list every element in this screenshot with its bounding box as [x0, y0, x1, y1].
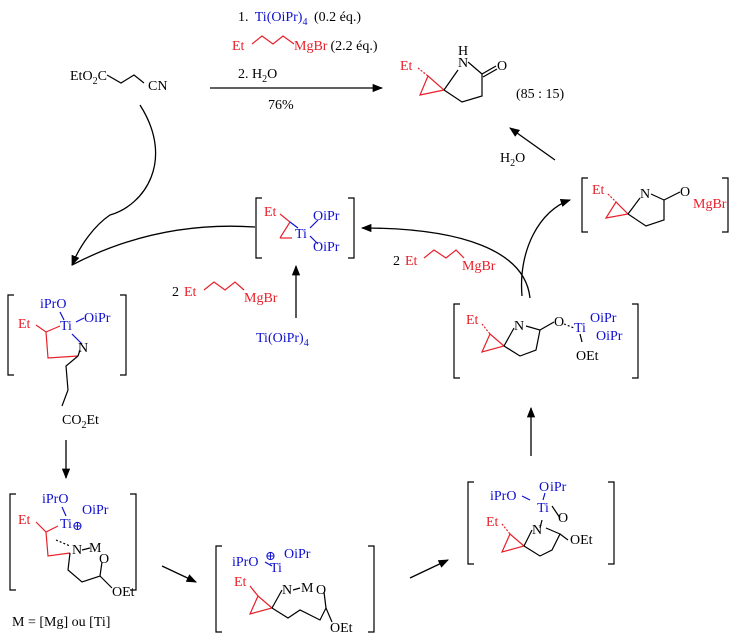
- tetrahedral-intermediate: iPrO O iPr Ti Et N O OEt: [467, 480, 615, 565]
- grignard-left: 2 Et MgBr: [172, 281, 278, 306]
- svg-text:MgBr(2.2 éq.): MgBr(2.2 éq.): [294, 39, 378, 54]
- grignard-right: 2 Et MgBr: [393, 249, 496, 274]
- svg-text:OiPr: OiPr: [590, 311, 617, 326]
- product-spirolactam: Et N H O (85 : 15): [400, 44, 565, 103]
- cycle-arrow-to-mg: [520, 199, 571, 297]
- svg-text:(85 : 15): (85 : 15): [516, 87, 565, 102]
- svg-text:76%: 76%: [268, 98, 294, 113]
- svg-text:Et: Et: [486, 515, 499, 530]
- svg-text:EtO2C: EtO2C: [70, 69, 107, 87]
- svg-text:N: N: [532, 523, 542, 538]
- svg-text:N: N: [282, 583, 292, 598]
- svg-text:⊕: ⊕: [265, 548, 276, 563]
- svg-text:⊕: ⊕: [72, 518, 83, 533]
- svg-text:Et: Et: [232, 39, 245, 54]
- svg-text:iPrO: iPrO: [42, 492, 68, 507]
- svg-text:OiPr: OiPr: [284, 547, 311, 562]
- svg-text:OEt: OEt: [576, 349, 599, 364]
- imidate-mgbr: Et N O MgBr: [581, 177, 729, 233]
- svg-text:Et: Et: [18, 513, 31, 528]
- svg-text:N: N: [640, 187, 650, 202]
- svg-text:OiPr: OiPr: [313, 209, 340, 224]
- svg-text:O: O: [554, 315, 564, 330]
- svg-text:MgBr: MgBr: [693, 197, 727, 212]
- cycle-arrow-top-right: [360, 223, 531, 299]
- svg-text:O: O: [558, 511, 568, 526]
- svg-text:OiPr: OiPr: [82, 503, 109, 518]
- svg-text:1. Ti(OiPr)4 (0.2: 1. Ti(OiPr)4 (0.2 éq.): [238, 10, 361, 29]
- starting-nitrile-ester: EtO2C CN: [70, 69, 167, 94]
- spiro-m-complex: iPrO OiPr Ti ⊕ Et N M O OEt: [215, 545, 375, 636]
- svg-text:M: M: [89, 541, 102, 556]
- svg-text:Ti: Ti: [295, 227, 307, 242]
- svg-text:H: H: [458, 44, 468, 59]
- svg-text:N: N: [514, 319, 524, 334]
- complex-m: iPrO OiPr Ti ⊕ Et N M O OEt: [9, 492, 137, 600]
- reagents-block: 1. Ti(OiPr)4 (0.2 éq.) Et MgBr(2.2 éq.) …: [232, 10, 378, 113]
- svg-text:Et: Et: [234, 575, 247, 590]
- svg-text:Et: Et: [405, 254, 418, 269]
- arrow-to-tetrahedral: [409, 559, 449, 579]
- svg-text:Et: Et: [466, 313, 479, 328]
- svg-text:OEt: OEt: [330, 621, 353, 636]
- svg-text:Et: Et: [264, 205, 277, 220]
- svg-text:O: O: [497, 59, 507, 74]
- svg-text:Et: Et: [400, 59, 413, 74]
- svg-text:M: M: [301, 581, 314, 596]
- cycle-arrow-left: [71, 104, 157, 266]
- svg-text:iPrO: iPrO: [490, 489, 516, 504]
- svg-text:iPr: iPr: [550, 480, 567, 495]
- svg-text:O: O: [99, 552, 109, 567]
- arrow-to-spiro-m: [161, 565, 197, 583]
- svg-text:Ti: Ti: [574, 321, 586, 336]
- svg-text:iPrO: iPrO: [40, 297, 66, 312]
- ti-reagent: Ti(OiPr)4: [256, 331, 309, 349]
- hydrolysis-label: H2O: [500, 151, 525, 169]
- hydrolysis-arrow: [509, 127, 556, 161]
- svg-text:MgBr: MgBr: [244, 291, 278, 306]
- svg-text:MgBr: MgBr: [462, 259, 496, 274]
- titanacyclopropane: Et Ti OiPr OiPr: [255, 197, 355, 259]
- svg-text:Et: Et: [592, 183, 605, 198]
- svg-text:O: O: [680, 185, 690, 200]
- svg-text:iPrO: iPrO: [232, 555, 258, 570]
- svg-text:2: 2: [172, 285, 179, 300]
- svg-text:Ti: Ti: [270, 561, 282, 576]
- svg-text:Et: Et: [184, 285, 197, 300]
- svg-text:OEt: OEt: [570, 533, 593, 548]
- cycle-arrow-left-merge: [71, 225, 256, 266]
- svg-text:Ti: Ti: [60, 319, 72, 334]
- m-definition: M = [Mg] ou [Ti]: [12, 615, 110, 630]
- svg-text:Et: Et: [18, 317, 31, 332]
- svg-text:OiPr: OiPr: [84, 311, 111, 326]
- imine-titanacycle: iPrO Ti OiPr Et N CO2Et: [7, 294, 127, 431]
- imidate-ti: Et N O Ti OiPr OiPr OEt: [453, 303, 639, 379]
- svg-text:O: O: [539, 480, 549, 495]
- svg-text:CN: CN: [148, 79, 167, 94]
- svg-text:2. H2O: 2. H2O: [238, 67, 277, 85]
- svg-text:2: 2: [393, 254, 400, 269]
- svg-text:Ti: Ti: [60, 517, 72, 532]
- svg-text:N: N: [458, 56, 468, 71]
- svg-text:Ti: Ti: [537, 501, 549, 516]
- svg-text:N: N: [72, 543, 82, 558]
- svg-text:OiPr: OiPr: [596, 329, 623, 344]
- svg-text:OEt: OEt: [112, 585, 135, 600]
- svg-text:O: O: [316, 583, 326, 598]
- svg-text:N: N: [78, 341, 88, 356]
- svg-text:CO2Et: CO2Et: [62, 413, 99, 431]
- svg-text:OiPr: OiPr: [313, 240, 340, 255]
